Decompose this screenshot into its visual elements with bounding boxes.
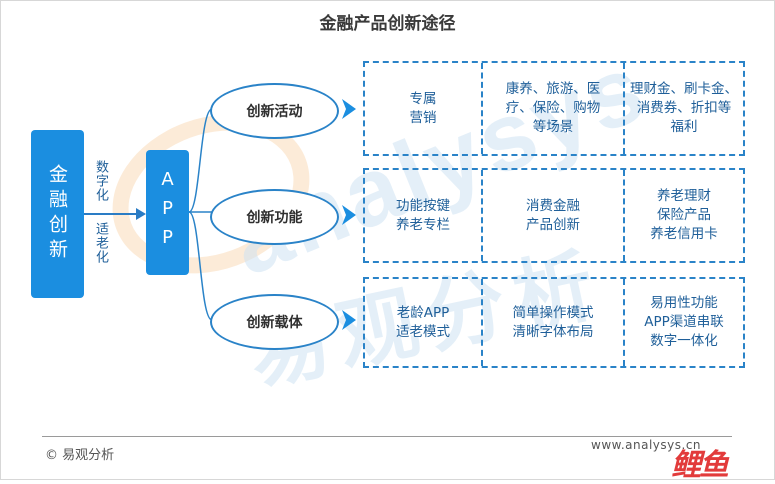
copyright-text: © 易观分析 (45, 448, 115, 463)
cell-activity-3: 理财金、刷卡金、 消费券、折扣等 福利 (630, 81, 738, 135)
label-elderly: 适老化 (93, 222, 108, 264)
root-box-label: 金融创新 (46, 164, 68, 264)
diagram-title: 金融产品创新途径 (319, 14, 456, 34)
cell-function-2: 消费金融 产品创新 (526, 197, 580, 233)
cell-carrier-2: 简单操作模式 清晰字体布局 (512, 304, 594, 340)
row-carrier: 老龄APP 适老模式 简单操作模式 清晰字体布局 易用性功能 APP渠道串联 数… (363, 277, 745, 368)
footer-divider (42, 436, 732, 437)
ellipse-carrier: 创新载体 (210, 294, 339, 350)
app-box: APP (146, 150, 189, 275)
logo: 鲤鱼 (671, 448, 729, 483)
root-box: 金融创新 (31, 130, 84, 298)
source-url: www.analysys.cn (591, 438, 702, 452)
cell-function-3: 养老理财 保险产品 养老信用卡 (650, 188, 718, 242)
arrow-head (136, 208, 146, 220)
app-box-label: APP (157, 169, 178, 256)
row-function: 功能按键 养老专栏 消费金融 产品创新 养老理财 保险产品 养老信用卡 (363, 168, 745, 263)
cell-carrier-1: 老龄APP 适老模式 (396, 304, 450, 340)
ellipse-activity: 创新活动 (210, 83, 339, 139)
label-digital: 数字化 (93, 160, 108, 202)
ellipse-function: 创新功能 (210, 189, 339, 245)
arrow-line (84, 213, 138, 215)
cell-function-1: 功能按键 养老专栏 (396, 197, 450, 233)
chevron-right-icon (342, 205, 356, 225)
row-activity: 专属 营销 康养、旅游、医 疗、保险、购物 等场景 理财金、刷卡金、 消费券、折… (363, 61, 745, 156)
cell-carrier-3: 易用性功能 APP渠道串联 数字一体化 (644, 295, 724, 349)
cell-activity-2: 康养、旅游、医 疗、保险、购物 等场景 (505, 81, 601, 135)
chevron-right-icon (342, 99, 356, 119)
chevron-right-icon (342, 310, 356, 330)
cell-activity-1: 专属 营销 (409, 90, 437, 126)
